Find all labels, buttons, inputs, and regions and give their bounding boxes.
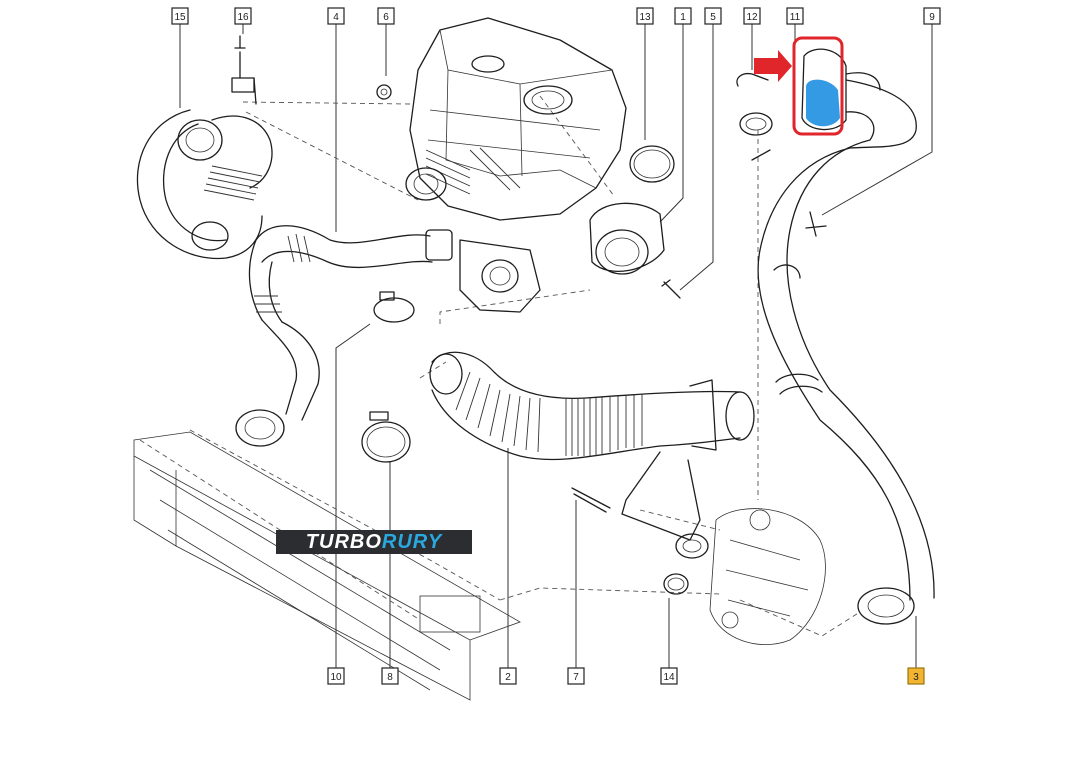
svg-text:5: 5 — [710, 12, 716, 23]
hose-15-assembly — [136, 35, 273, 260]
dashed-lines — [139, 95, 861, 637]
svg-text:8: 8 — [387, 672, 393, 683]
svg-text:1: 1 — [680, 12, 686, 23]
svg-text:16: 16 — [237, 12, 249, 23]
red-arrow-icon — [754, 50, 792, 82]
engine-block — [376, 17, 627, 221]
svg-text:14: 14 — [663, 672, 675, 683]
highlight-box — [792, 36, 844, 136]
callout-15: 15 — [171, 7, 189, 25]
callout-12: 12 — [743, 7, 761, 25]
intercooler — [133, 431, 521, 701]
parts-13-1-5 — [589, 145, 681, 299]
svg-text:7: 7 — [573, 672, 579, 683]
callout-3-highlighted: 3 — [907, 667, 925, 685]
svg-text:10: 10 — [330, 672, 342, 683]
svg-text:13: 13 — [639, 12, 651, 23]
part-highlight-marker — [754, 36, 844, 136]
leader-lines — [179, 24, 933, 668]
callouts: 15 16 4 6 13 1 5 12 11 9 10 8 2 7 14 3 — [171, 7, 941, 685]
callout-8: 8 — [381, 667, 399, 685]
highlight-fill — [806, 79, 840, 127]
clamps-12-11 — [736, 48, 881, 136]
svg-text:3: 3 — [913, 672, 919, 683]
callout-1: 1 — [674, 7, 692, 25]
callout-16: 16 — [234, 7, 252, 25]
callout-7: 7 — [567, 667, 585, 685]
callout-10: 10 — [327, 667, 345, 685]
svg-text:4: 4 — [333, 12, 339, 23]
hose-4-assembly — [235, 225, 541, 447]
callout-13: 13 — [636, 7, 654, 25]
svg-text:12: 12 — [746, 12, 758, 23]
svg-text:6: 6 — [383, 12, 389, 23]
svg-text:11: 11 — [790, 12, 801, 23]
callout-2: 2 — [499, 667, 517, 685]
callout-5: 5 — [704, 7, 722, 25]
svg-text:15: 15 — [174, 12, 186, 23]
svg-text:9: 9 — [929, 12, 935, 23]
pipe-3 — [751, 79, 935, 625]
hose-2 — [361, 351, 755, 595]
callout-11: 11 — [786, 7, 804, 25]
callout-6: 6 — [377, 7, 395, 25]
callout-14: 14 — [660, 667, 678, 685]
watermark-text-white: TURBO — [305, 531, 382, 553]
callout-4: 4 — [327, 7, 345, 25]
engine-lower — [709, 508, 826, 645]
callout-9: 9 — [923, 7, 941, 25]
watermark-text-blue: RURY — [381, 531, 443, 553]
svg-text:2: 2 — [505, 672, 511, 683]
